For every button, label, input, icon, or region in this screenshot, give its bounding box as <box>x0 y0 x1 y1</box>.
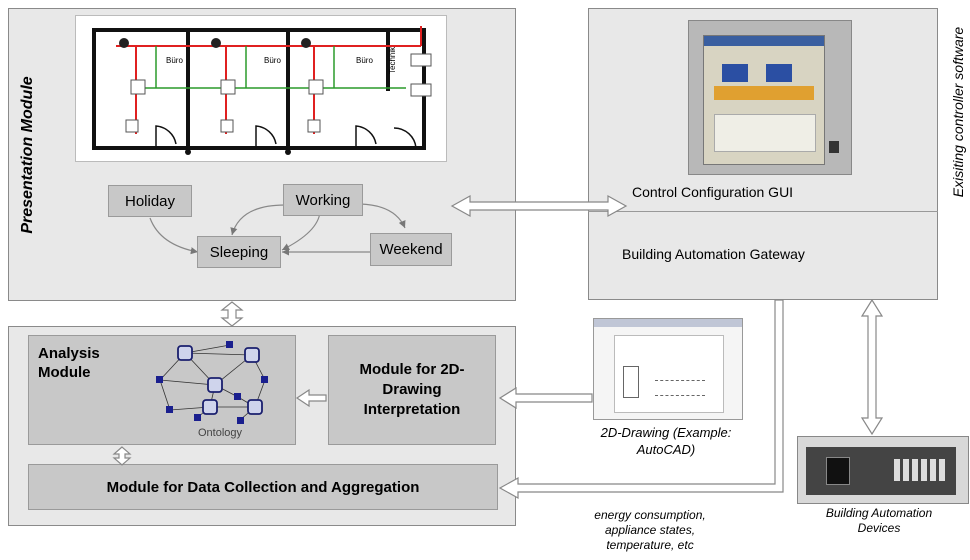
device-display <box>826 457 850 485</box>
room-label-3: Büro <box>356 56 373 65</box>
state-holiday: Holiday <box>108 185 192 217</box>
room-label-1: Büro <box>166 56 183 65</box>
gui-titlebar <box>704 36 824 46</box>
gui-machine-icon <box>766 64 792 82</box>
presentation-analysis-arrow <box>220 301 244 327</box>
data-collection-module: Module for Data Collection and Aggregati… <box>28 464 498 510</box>
state-sleeping: Sleeping <box>197 236 281 268</box>
gui-panel-graphic <box>714 114 816 152</box>
autocad-toolbar <box>594 319 742 327</box>
gui-screen <box>703 35 825 165</box>
device-front-panel <box>806 447 956 495</box>
ontology-graph <box>156 341 268 424</box>
gui-label: Control Configuration GUI <box>632 184 794 200</box>
existing-software-label: Exisiting controller software <box>950 26 966 198</box>
gateway-devices-arrow <box>860 298 884 436</box>
state-arrows <box>149 203 406 256</box>
devices-caption: Building Automation Devices <box>825 506 933 535</box>
gui-machine-icon <box>722 64 748 82</box>
floor-plan-drawing <box>92 26 432 155</box>
room-label-2: Büro <box>264 56 281 65</box>
gateway-label: Building Automation Gateway <box>622 246 805 262</box>
analysis-module-title: Analysis Module <box>38 345 100 381</box>
data-note: energy consumption, appliance states, te… <box>594 508 706 552</box>
floor-plan: Büro Büro Büro Technik <box>75 15 447 162</box>
gui-pipe-graphic <box>714 86 814 100</box>
gateway-divider <box>588 211 938 212</box>
state-working: Working <box>283 184 363 216</box>
ontology-label: Ontology <box>198 427 243 439</box>
building-automation-device-image <box>797 436 969 504</box>
autocad-drawing-image <box>593 318 743 420</box>
device-buttons <box>894 459 946 481</box>
monitor-button-icon <box>829 141 839 153</box>
drawing-interpretation-module: Module for 2D-Drawing Interpretation <box>328 335 496 445</box>
drawing-caption: 2D-Drawing (Example: AutoCAD) <box>600 425 732 457</box>
autocad-canvas <box>614 335 724 413</box>
gui-monitor-image <box>688 20 852 175</box>
state-weekend: Weekend <box>370 233 452 266</box>
